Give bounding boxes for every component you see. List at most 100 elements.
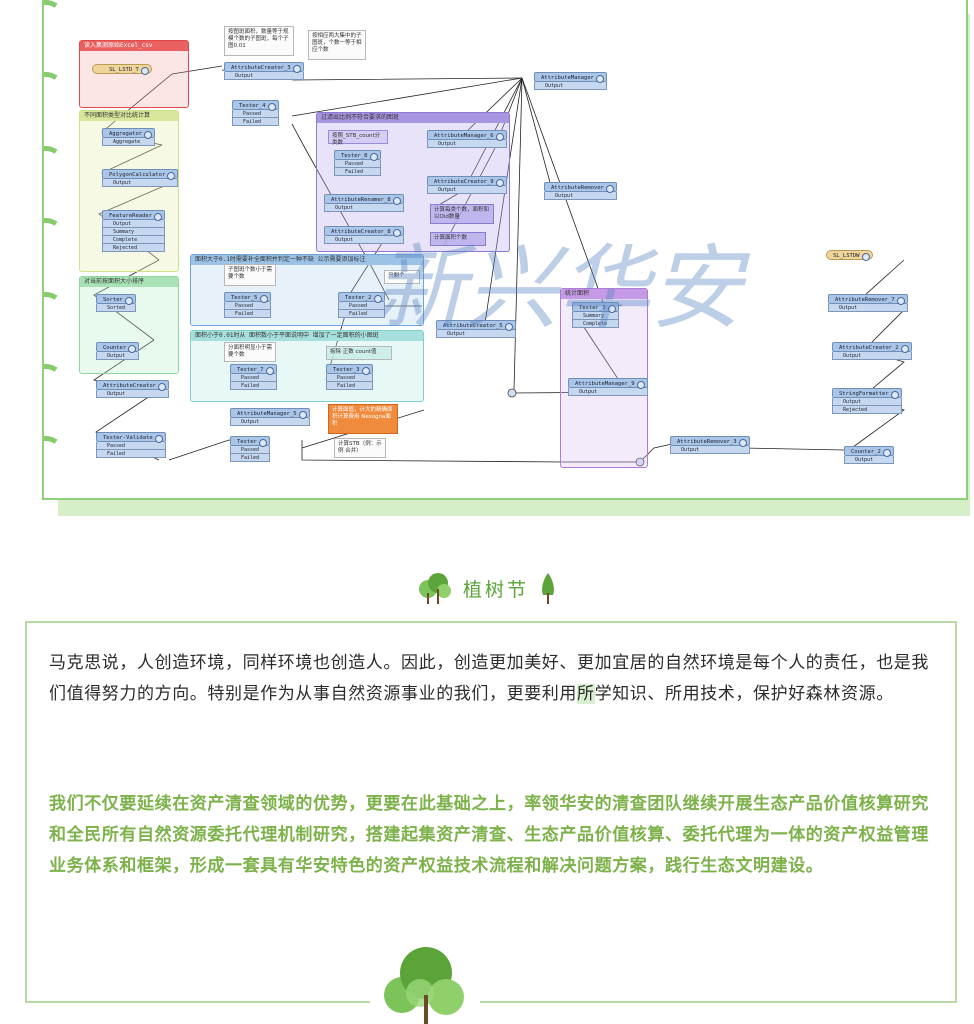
output-port[interactable]: Failed — [224, 310, 271, 318]
output-port[interactable]: Rejected — [102, 244, 166, 252]
output-port[interactable]: Passed — [338, 302, 385, 310]
tester-node[interactable]: Tester_4 Passed Failed — [232, 100, 279, 126]
bookmark-title: 不同面积类型对比统计算 — [80, 111, 178, 121]
tester-node[interactable]: Tester_5 Passed Failed — [224, 292, 271, 318]
output-port[interactable]: Sorted — [96, 304, 136, 312]
output-port[interactable]: Aggregate — [102, 138, 156, 146]
output-port[interactable]: Failed — [230, 382, 277, 390]
tester-node[interactable]: Tester_3 Summary Complete — [572, 302, 619, 328]
output-port[interactable]: Output — [102, 179, 179, 187]
tester-node[interactable]: Tester_3 Passed Failed — [326, 364, 373, 390]
section-title: 植树节 — [462, 578, 529, 601]
output-port[interactable]: Output — [324, 204, 404, 212]
transformer-node[interactable]: AttributeCreator_8 Output — [324, 226, 404, 244]
output-port[interactable]: Failed — [334, 168, 381, 176]
node-title: AttributeCreator_5 — [436, 320, 516, 331]
output-port[interactable]: Output — [224, 72, 304, 80]
output-port[interactable]: Output — [832, 398, 902, 406]
counter-node[interactable]: Counter_2 Output — [844, 446, 894, 464]
node-title: Tester-Validate — [96, 432, 166, 443]
output-port[interactable]: Failed — [326, 382, 373, 390]
transformer-node[interactable]: AttributeManager_5 Output — [230, 408, 310, 426]
counter-node[interactable]: Counter Output — [96, 342, 140, 360]
transformer-node[interactable]: AttributeCreator Output — [96, 380, 169, 398]
tester-node[interactable]: Tester_7 Passed Failed — [230, 364, 277, 390]
tester-node[interactable]: Tester Passed Failed — [230, 436, 270, 462]
output-port[interactable]: Rejected — [832, 406, 902, 414]
output-port[interactable]: Output — [828, 304, 908, 312]
csv-reader-node[interactable]: SL_LSTD_T — [92, 64, 152, 75]
output-port[interactable]: Failed — [230, 454, 270, 462]
node-title: Tester_3 — [572, 302, 619, 313]
junction-dot[interactable] — [635, 457, 645, 467]
bookmark-title: 读入集测原始Excel_csv — [80, 41, 188, 51]
bookmark-input[interactable]: 读入集测原始Excel_csv — [79, 40, 189, 108]
bookmark-sort[interactable]: 对当前按面积大小排序 — [79, 276, 179, 374]
annotation-note[interactable]: 计算每类个数，面积和以Oid数量 — [430, 204, 494, 224]
annotation-note[interactable]: 计算面积个数 — [430, 232, 486, 246]
output-port[interactable]: Passed — [334, 160, 381, 168]
transformer-node[interactable]: AttributeCreator_2 Output — [832, 342, 912, 360]
output-port[interactable]: Failed — [232, 118, 279, 126]
transformer-node[interactable]: AttributeCreator_9 Output — [427, 176, 507, 194]
node-title: Tester_5 — [224, 292, 271, 303]
output-port[interactable]: Output — [568, 388, 648, 396]
annotation-note[interactable]: 拆除 正数 count值 — [326, 346, 392, 360]
transformer-node[interactable]: Aggregator Aggregate — [102, 128, 156, 146]
annotation-note[interactable]: 计算STB（例：示例 合并） — [334, 438, 386, 458]
transformer-node[interactable]: AttributeManager_6 Output — [427, 130, 507, 148]
tester-node[interactable]: Tester_2 Passed Failed — [338, 292, 385, 318]
annotation-note[interactable]: 按照_STB_count分类数 — [328, 130, 388, 146]
tree-illustration-icon — [384, 947, 464, 1024]
output-port[interactable]: Output — [96, 390, 169, 398]
annotation-note[interactable]: 子图斑个数小于需要个数 — [224, 264, 276, 286]
output-port[interactable]: Output — [324, 236, 404, 244]
annotation-note[interactable]: 分面积明显小于需要个数 — [224, 342, 276, 362]
output-port[interactable]: Output — [544, 192, 617, 200]
annotation-note[interactable]: 只剩个 — [384, 270, 420, 284]
transformer-node[interactable]: AttributeCreator_3 Output — [224, 62, 304, 80]
annotation-note[interactable]: 按相应两大集中的子图斑，个数一等于相应个数 — [308, 30, 366, 60]
annotation-note[interactable]: 按图斑面积，数量等于规模个数的子图斑，每个子图0.01 — [224, 26, 294, 56]
output-port[interactable]: Passed — [230, 446, 270, 454]
transformer-node[interactable]: AttributeRemover_7 Output — [828, 294, 908, 312]
output-port[interactable]: Output — [436, 330, 516, 338]
transformer-node[interactable]: AttributeManager Output — [534, 72, 607, 90]
output-port[interactable]: Output — [427, 186, 507, 194]
transformer-node[interactable]: AttributeManager_9 Output — [568, 378, 648, 396]
transformer-node[interactable]: StringFormatter Output Rejected — [832, 388, 902, 414]
output-port[interactable]: Complete — [572, 320, 619, 328]
writer-node[interactable]: SL_LSTDW — [826, 250, 873, 261]
transformer-node[interactable]: AttributeRemover_3 Output — [670, 436, 750, 454]
output-port[interactable]: Output — [832, 352, 912, 360]
transformer-node[interactable]: AttributeRemover Output — [544, 182, 617, 200]
sorter-node[interactable]: Sorter Sorted — [96, 294, 136, 312]
output-port[interactable]: Output — [102, 220, 166, 228]
output-port[interactable]: Passed — [230, 374, 277, 382]
output-port[interactable]: Summary — [572, 312, 619, 320]
tester-node[interactable]: Tester-Validate Passed Failed — [96, 432, 166, 458]
transformer-node[interactable]: PolygonCalculator Output — [102, 169, 179, 187]
output-port[interactable]: Output — [670, 446, 750, 454]
tester-node[interactable]: Tester_8 Passed Failed — [334, 150, 381, 176]
output-port[interactable]: Failed — [338, 310, 385, 318]
output-port[interactable]: Summary — [102, 228, 166, 236]
output-port[interactable]: Passed — [96, 442, 166, 450]
output-port[interactable]: Output — [230, 418, 310, 426]
annotation-note[interactable]: 计算面值，计大的精确面积计算费用 Nesogna面积 — [328, 404, 398, 434]
paragraph-2: 我们不仅要延续在资产清查领域的优势，更要在此基础之上，率领华安的清查团队继续开展… — [49, 794, 929, 876]
output-port[interactable]: Output — [844, 456, 894, 464]
output-port[interactable]: Passed — [224, 302, 271, 310]
feature-reader-node[interactable]: FeatureReader Output Summary Complete Re… — [102, 210, 166, 252]
output-port[interactable]: Failed — [96, 450, 166, 458]
output-port[interactable]: Output — [427, 140, 507, 148]
output-port[interactable]: Output — [534, 82, 607, 90]
output-port[interactable]: Complete — [102, 236, 166, 244]
junction-dot[interactable] — [507, 388, 517, 398]
output-port[interactable]: Output — [96, 352, 140, 360]
output-port[interactable]: Passed — [326, 374, 373, 382]
output-port[interactable]: Passed — [232, 110, 279, 118]
transformer-node[interactable]: AttributeCreator_5 Output — [436, 320, 516, 338]
transformer-node[interactable]: AttributeRenamer_8 Output — [324, 194, 404, 212]
bookmark-fourth[interactable]: 面积小于0.01时从 面积数小于平面说明中 增加了一定面积的小图斑 — [190, 330, 424, 402]
